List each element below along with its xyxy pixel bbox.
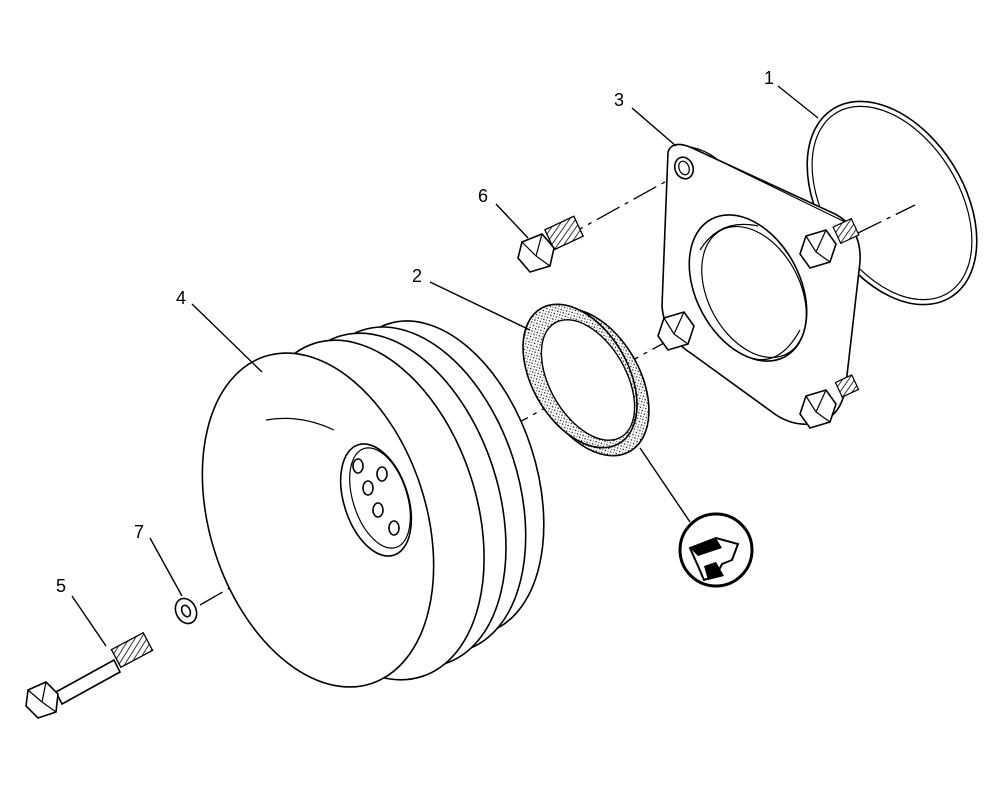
plate-bolt-left [657, 311, 695, 351]
callout-4: 4 [176, 288, 186, 308]
cap-screw-6 [517, 215, 585, 273]
callout-2: 2 [412, 266, 422, 286]
pulley [201, 320, 545, 688]
callout-labels: 1 3 6 2 4 7 5 [56, 68, 774, 596]
cap-screw-5 [25, 631, 154, 719]
seal-installation-tool-icon [639, 447, 754, 588]
callout-7: 7 [134, 522, 144, 542]
callout-6: 6 [478, 186, 488, 206]
callout-3: 3 [614, 90, 624, 110]
leader-lines [71, 85, 819, 647]
callout-1: 1 [764, 68, 774, 88]
oil-seal [522, 303, 650, 457]
plate-bolt-top-right [799, 217, 860, 269]
washer-7 [174, 597, 198, 625]
plate-bolt-bottom-right [799, 374, 860, 429]
callout-5: 5 [56, 576, 66, 596]
mounting-plate [661, 143, 861, 426]
